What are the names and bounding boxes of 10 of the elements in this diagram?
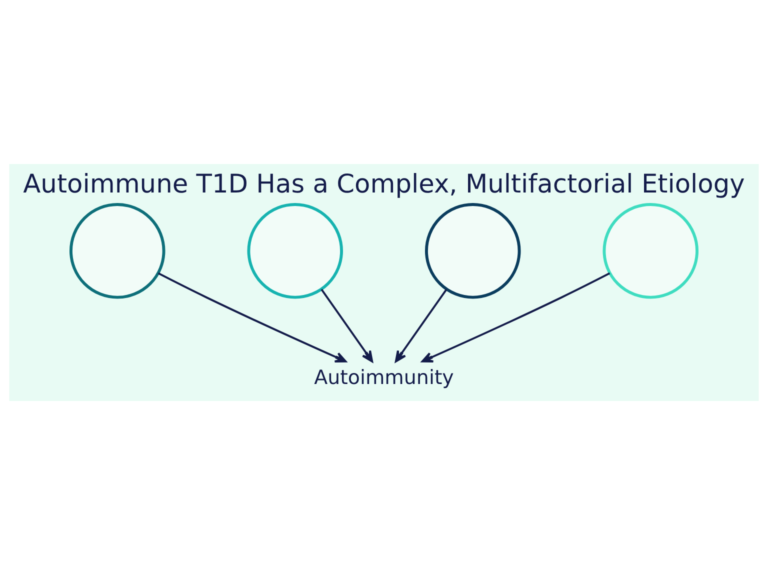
arrow: [320, 288, 374, 362]
arrow: [158, 272, 347, 362]
arrow: [421, 272, 610, 362]
node-circle: [424, 203, 521, 299]
arrow: [394, 288, 448, 362]
node-circle: [602, 203, 699, 299]
node-circle: [247, 203, 344, 299]
diagram-title: Autoimmune T1D Has a Complex, Multifactorial Etiology: [23, 169, 745, 200]
node-text: Autoimmunity: [314, 366, 454, 390]
node-circle: [69, 203, 166, 299]
